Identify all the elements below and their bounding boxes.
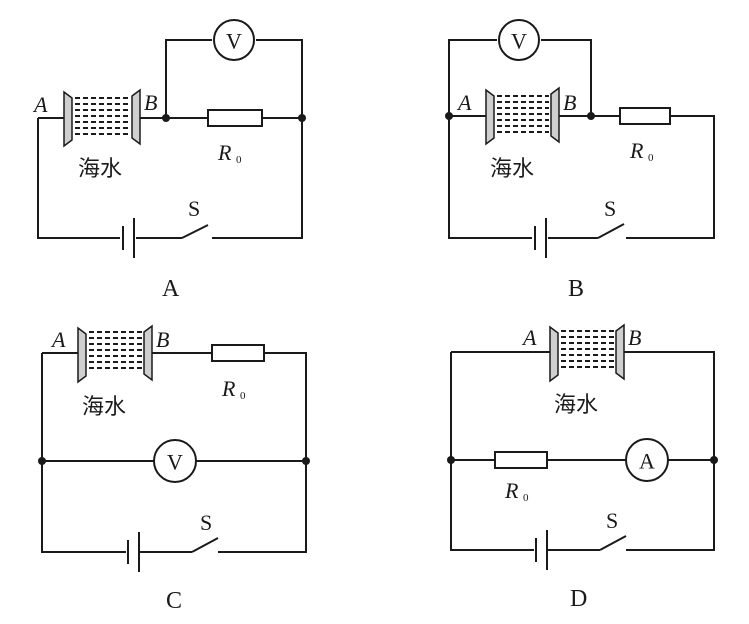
- wire: [37, 118, 120, 239]
- junction-dot: [38, 457, 46, 465]
- resistor-label: R: [221, 376, 236, 401]
- resistor-r0: [207, 109, 263, 127]
- voltmeter-label: V: [511, 29, 527, 54]
- battery-icon: [127, 532, 140, 572]
- voltmeter-label: V: [167, 450, 183, 475]
- switch-label: S: [200, 510, 212, 535]
- resistor-subscript: 0: [236, 154, 242, 166]
- voltmeter-label: V: [226, 29, 242, 54]
- seawater-cell: [77, 324, 153, 384]
- circuit-d: S A B 海水 R 0 A D: [447, 323, 718, 612]
- terminal-b-label: B: [156, 327, 169, 352]
- terminal-a-label: A: [50, 327, 66, 352]
- option-caption: A: [162, 276, 180, 302]
- wire: [218, 352, 307, 553]
- switch-icon[interactable]: [597, 223, 625, 239]
- terminal-b-label: B: [628, 325, 641, 350]
- option-caption: C: [166, 588, 182, 614]
- resistor-subscript: 0: [240, 390, 246, 402]
- terminal-a-label: A: [521, 325, 537, 350]
- terminal-a-label: A: [456, 90, 472, 115]
- wire: [450, 352, 534, 551]
- battery-icon: [534, 218, 547, 258]
- seawater-cell: [63, 88, 141, 148]
- circuit-c: S A B 海水 R 0 V C: [38, 324, 310, 614]
- resistor-subscript: 0: [648, 152, 654, 164]
- resistor-r0: [619, 107, 671, 125]
- seawater-label: 海水: [82, 395, 126, 420]
- voltmeter-icon: [498, 19, 540, 61]
- junction-dot: [445, 112, 453, 120]
- resistor-r0: [211, 344, 265, 362]
- junction-dot: [162, 114, 170, 122]
- terminal-b-label: B: [563, 90, 576, 115]
- seawater-cell: [485, 86, 560, 146]
- wire: [165, 39, 212, 118]
- switch-icon[interactable]: [181, 224, 209, 239]
- circuit-a: S A B 海水 R 0 V A: [32, 19, 306, 302]
- ammeter-label: A: [639, 449, 655, 474]
- circuit-b: S A B 海水 R 0 V B: [445, 19, 715, 302]
- resistor-label: R: [217, 140, 232, 165]
- terminal-b-label: B: [144, 90, 157, 115]
- switch-label: S: [604, 196, 616, 221]
- wire: [448, 116, 532, 239]
- junction-dot: [447, 456, 455, 464]
- wire: [624, 351, 715, 551]
- seawater-label: 海水: [78, 157, 122, 182]
- resistor-subscript: 0: [523, 492, 529, 504]
- wire: [256, 39, 303, 118]
- resistor-label: R: [629, 138, 644, 163]
- junction-dot: [298, 114, 306, 122]
- seawater-label: 海水: [554, 393, 598, 418]
- voltmeter-icon: [213, 19, 255, 61]
- junction-dot: [302, 457, 310, 465]
- switch-label: S: [188, 196, 200, 221]
- junction-dot: [587, 112, 595, 120]
- battery-icon: [535, 530, 548, 570]
- seawater-label: 海水: [490, 157, 534, 182]
- resistor-r0: [494, 451, 548, 469]
- seawater-cell: [549, 323, 625, 383]
- wire: [41, 353, 126, 553]
- wire: [448, 39, 497, 116]
- battery-icon: [122, 218, 135, 258]
- switch-label: S: [606, 508, 618, 533]
- option-caption: D: [570, 586, 587, 612]
- wire: [626, 115, 715, 239]
- wire: [212, 117, 303, 239]
- switch-icon[interactable]: [191, 537, 219, 553]
- voltmeter-icon: [153, 439, 197, 483]
- wire: [541, 39, 592, 116]
- terminal-a-label: A: [32, 92, 48, 117]
- ammeter-icon: [625, 438, 669, 482]
- option-caption: B: [568, 276, 584, 302]
- junction-dot: [710, 456, 718, 464]
- resistor-label: R: [504, 478, 519, 503]
- switch-icon[interactable]: [599, 535, 627, 551]
